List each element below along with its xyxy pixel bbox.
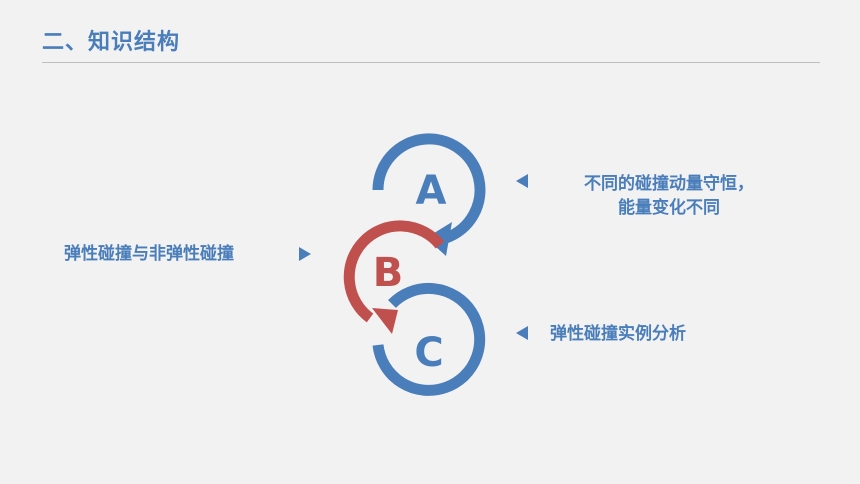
pointer-right-icon — [299, 247, 311, 261]
node-letter-a: A — [416, 168, 447, 214]
slide-title: 二、知识结构 — [42, 30, 181, 55]
right-top-label: 不同的碰撞动量守恒， 能量变化不同 — [559, 172, 779, 220]
title-divider — [42, 62, 820, 63]
ring-b-arrowhead — [372, 308, 398, 334]
ring-b: B — [343, 220, 445, 334]
ring-c: C — [372, 282, 486, 396]
node-letter-c: C — [414, 330, 443, 376]
right-bottom-label: 弹性碰撞实例分析 — [550, 324, 686, 344]
left-label: 弹性碰撞与非弹性碰撞 — [64, 244, 234, 264]
right-top-label-line1: 不同的碰撞动量守恒， — [584, 174, 754, 194]
right-top-label-line2: 能量变化不同 — [618, 198, 720, 218]
pointer-left-icon — [516, 174, 528, 188]
node-letter-b: B — [373, 250, 404, 296]
pointer-left-icon — [516, 326, 528, 340]
